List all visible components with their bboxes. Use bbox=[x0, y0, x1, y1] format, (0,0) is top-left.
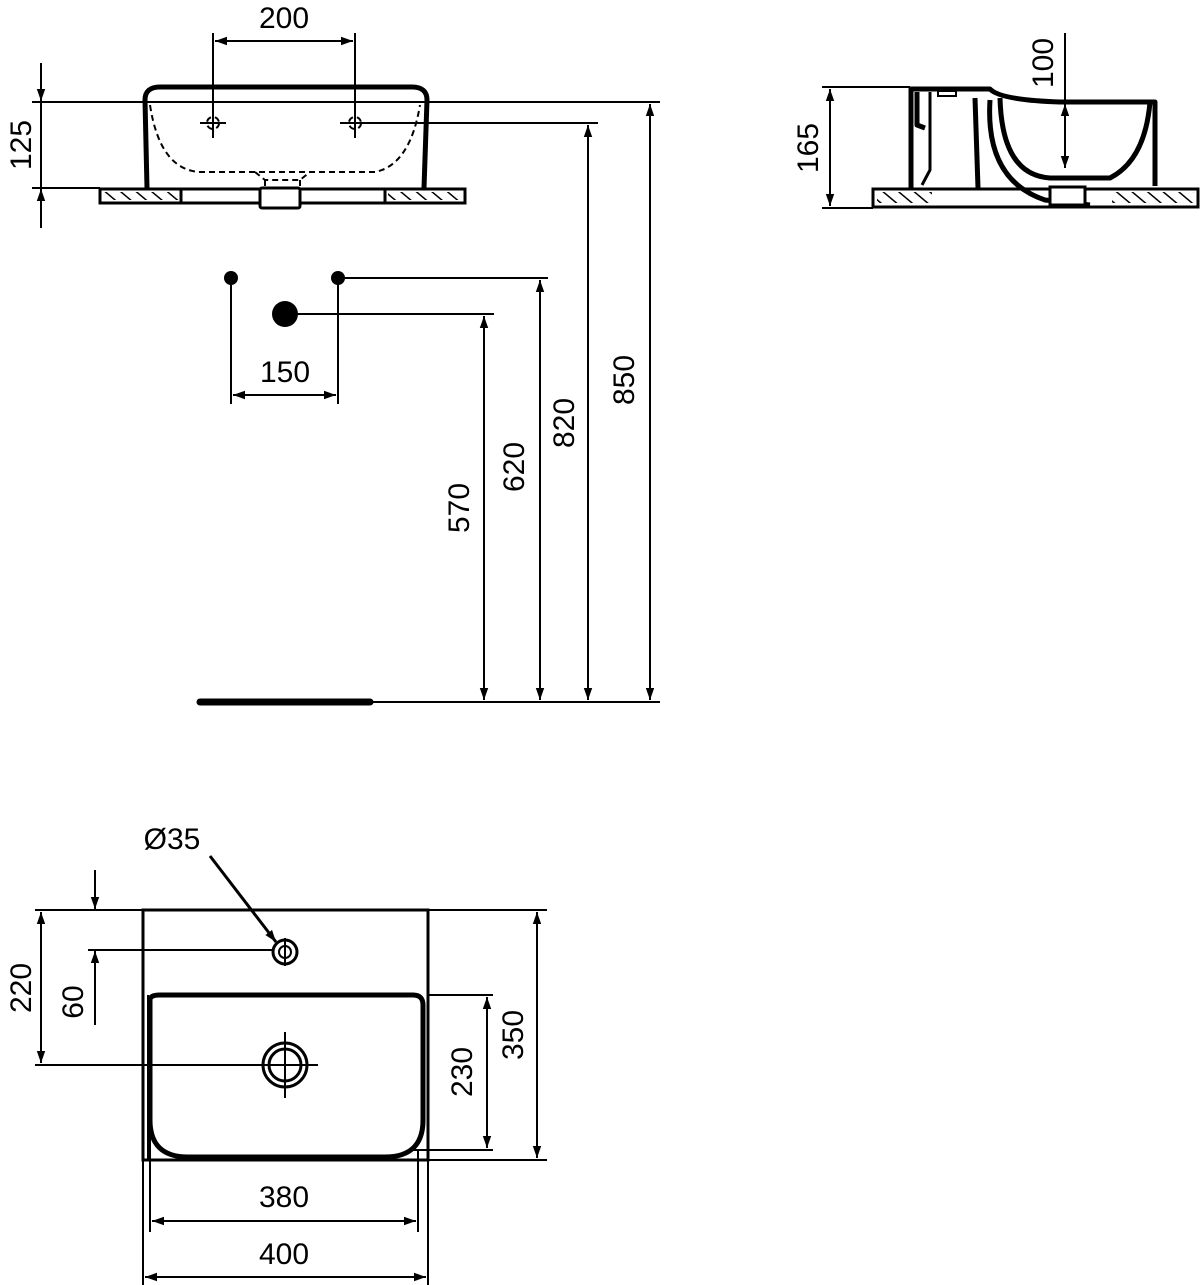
dim-label-820: 820 bbox=[548, 398, 581, 448]
front-elevation: 200 125 150 570 620 820 850 bbox=[5, 2, 660, 706]
countertop bbox=[98, 186, 467, 210]
dim-label-380: 380 bbox=[259, 1181, 309, 1214]
dim-label-200: 200 bbox=[259, 2, 309, 35]
dim-label-diameter-35: Ø35 bbox=[144, 823, 201, 856]
dim-label-350: 350 bbox=[497, 1010, 530, 1060]
dim-label-620: 620 bbox=[498, 442, 531, 492]
dim-label-165: 165 bbox=[792, 123, 825, 173]
dim-label-125: 125 bbox=[5, 120, 38, 170]
basin-plan-outline bbox=[141, 908, 430, 1162]
dim-label-570: 570 bbox=[443, 483, 476, 533]
plan-view: Ø35 220 60 230 350 380 400 bbox=[5, 823, 547, 1285]
dim-label-100: 100 bbox=[1027, 38, 1060, 88]
bowl-hidden-line bbox=[149, 104, 421, 173]
side-view: 165 100 bbox=[792, 33, 1200, 209]
dim-label-150: 150 bbox=[260, 356, 310, 389]
tap-hole-marks bbox=[200, 116, 362, 130]
dim-label-60: 60 bbox=[57, 985, 90, 1018]
dim-label-400: 400 bbox=[259, 1238, 309, 1271]
dim-label-850: 850 bbox=[608, 355, 641, 405]
dim-label-220: 220 bbox=[5, 963, 38, 1013]
dim-label-230: 230 bbox=[446, 1047, 479, 1097]
basin-outline bbox=[142, 84, 430, 189]
